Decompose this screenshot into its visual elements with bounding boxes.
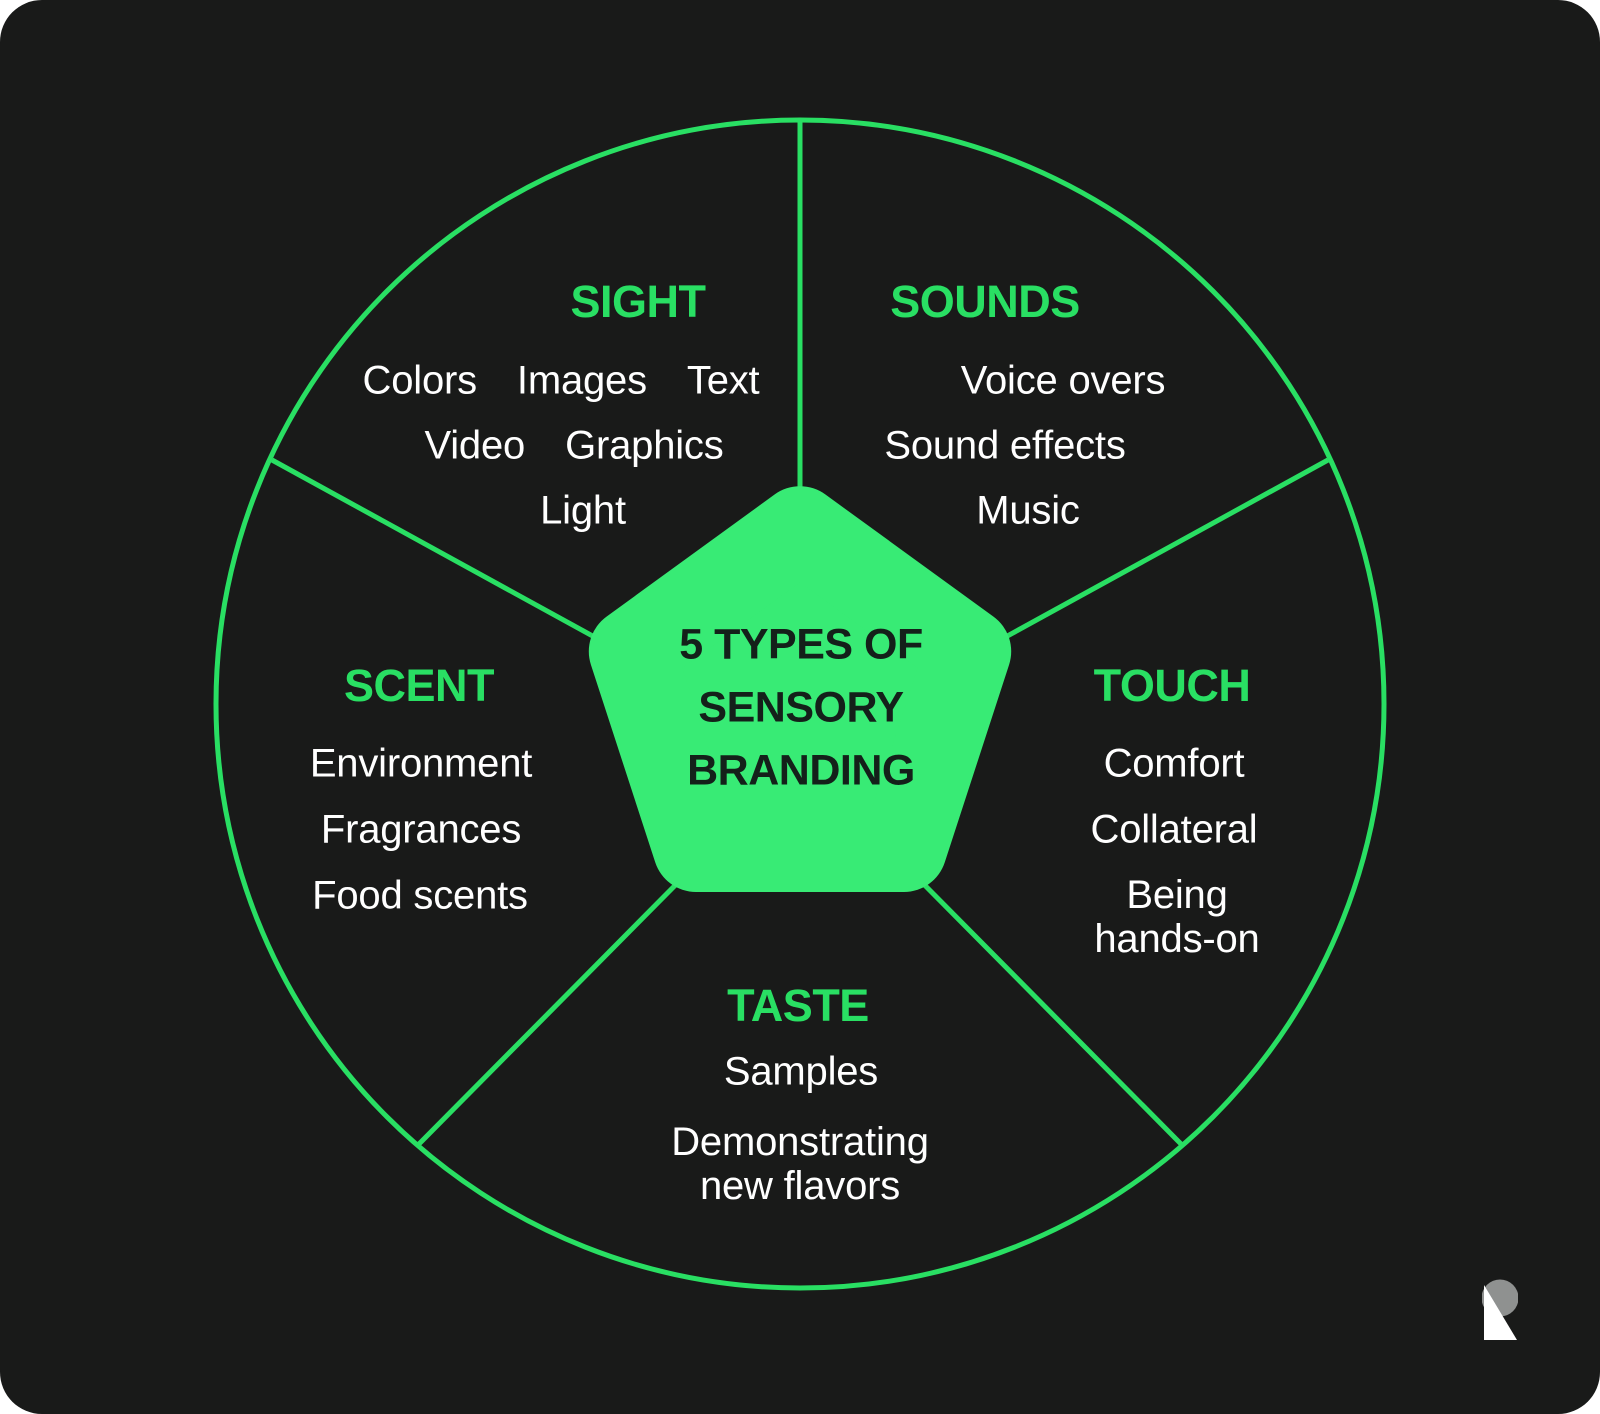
r-mark-logo <box>1482 1279 1518 1340</box>
center-line-1: 5 TYPES OF <box>679 620 923 669</box>
center-line-3: BRANDING <box>687 746 915 795</box>
divider-scent-taste <box>416 838 722 1147</box>
center-line-2: SENSORY <box>698 683 904 732</box>
scent-row-1: Environment <box>309 741 533 787</box>
taste-item-demonstrating-new-flavors: Demonstrating new flavors <box>671 1120 929 1208</box>
center-pentagon <box>588 486 1012 892</box>
sounds-item-voice-overs: Voice overs <box>960 358 1166 403</box>
touch-row-2: Collateral <box>1091 808 1258 853</box>
taste-row-1: Samples <box>724 1050 878 1095</box>
taste-item-samples: Samples <box>723 1049 879 1094</box>
sounds-title: SOUNDS <box>890 276 1080 327</box>
scent-row-2: Fragrances <box>320 807 522 853</box>
scent-item-environment: Environment <box>309 741 533 786</box>
wheel-outer-circle <box>213 117 1387 1291</box>
touch-row-3: Being hands-on <box>1067 873 1287 961</box>
scent-title: SCENT <box>343 660 495 711</box>
r-logo-stem <box>1484 1285 1517 1340</box>
touch-item-collateral: Collateral <box>1090 807 1258 852</box>
touch-item-comfort: Comfort <box>1103 741 1245 786</box>
sounds-row-1: Voice overs <box>961 359 1166 404</box>
scent-item-food-scents: Food scents <box>312 873 528 918</box>
sight-item-text: Text <box>686 358 760 403</box>
sight-item-video: Video <box>424 423 526 468</box>
sight-item-colors: Colors <box>362 358 478 403</box>
sounds-item-sound-effects: Sound effects <box>884 423 1126 468</box>
sight-row-3: Light <box>540 489 626 534</box>
scent-item-fragrances: Fragrances <box>320 807 522 852</box>
sight-title: SIGHT <box>570 276 706 327</box>
divider-taste-touch <box>878 838 1184 1147</box>
touch-title: TOUCH <box>1093 660 1251 711</box>
sight-item-graphics: Graphics <box>565 423 724 468</box>
sight-row-2: Video Graphics <box>424 424 723 469</box>
center-pentagon-label: 5 TYPES OF SENSORY BRANDING <box>679 614 923 803</box>
touch-item-being-hands-on: Being hands-on <box>1094 873 1260 961</box>
divider-sounds-touch <box>958 457 1330 665</box>
touch-row-1: Comfort <box>1104 742 1245 787</box>
sight-row-1: Colors Images Text <box>363 359 760 404</box>
scent-row-3: Food scents <box>312 874 528 919</box>
taste-row-2: Demonstrating new flavors <box>635 1120 965 1208</box>
taste-title: TASTE <box>727 980 869 1031</box>
sight-item-images: Images <box>516 358 647 403</box>
sight-item-light: Light <box>540 488 626 533</box>
sounds-item-music: Music <box>976 488 1080 533</box>
sounds-row-3: Music <box>976 488 1080 534</box>
divider-scent-sight <box>270 457 642 665</box>
sounds-row-2: Sound effects <box>884 424 1125 469</box>
